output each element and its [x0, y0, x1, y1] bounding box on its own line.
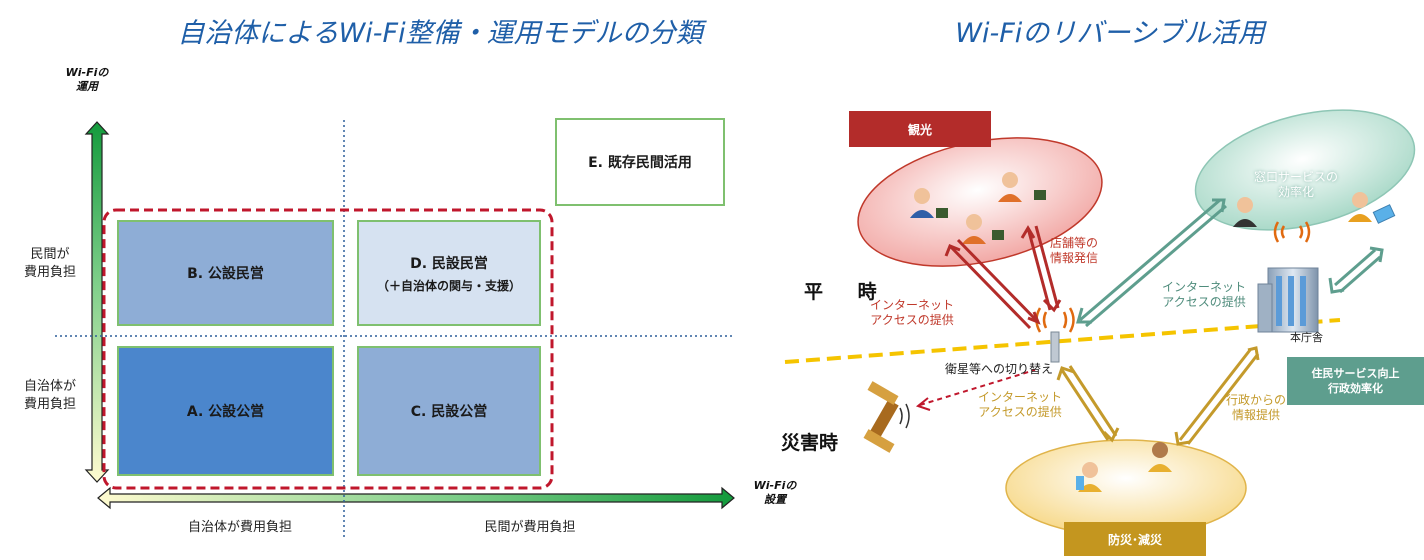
city-hall-building-icon [1257, 267, 1319, 333]
y-axis-title: Wi-Fiの 運用 [65, 66, 109, 93]
classification-diagram [55, 120, 735, 540]
box-e-existing-private: E. 既存民間活用 [555, 118, 725, 206]
city-hall-label: 本庁舎 [1290, 331, 1323, 344]
gov-info-note: 行政からの 情報提供 [1226, 393, 1287, 422]
access-point-icon [1035, 307, 1075, 363]
target-scope-frame [102, 208, 554, 490]
quadrant-c-private-build-public-operate: C. 民設公営 [357, 346, 541, 476]
quadrant-d-private-build-private-operate: D. 民設民営 （＋自治体の関与・支援） [357, 220, 541, 326]
city-hall-wifi-icon [1273, 221, 1311, 243]
internet-access-note-green: インターネット アクセスの提供 [1162, 280, 1247, 309]
box-e-label: E. 既存民間活用 [588, 155, 692, 171]
x-label-municipal-cost: 自治体が費用負担 [187, 520, 292, 535]
window-service-note: 窓口サービスの 効率化 [1254, 170, 1339, 199]
quadrant-a-label: A. 公設公営 [186, 404, 265, 420]
quadrant-b-public-build-private-operate: B. 公設民営 [117, 220, 334, 326]
quadrant-b-label: B. 公設民営 [187, 266, 264, 282]
x-axis-arrow [97, 486, 735, 510]
quadrant-a-public-build-public-operate: A. 公設公営 [117, 346, 334, 476]
y-axis-arrow [84, 121, 110, 483]
y-label-municipal-cost: 自治体が 費用負担 [23, 379, 76, 412]
disaster-time-label: 災害時 [781, 432, 839, 454]
normal-disaster-boundary [784, 318, 1341, 364]
disaster-arrows [1056, 346, 1260, 446]
reversible-title: Wi-Fiのリバーシブル活用 [955, 18, 1265, 49]
classification-title: 自治体によるWi-Fi整備・運用モデルの分類 [177, 18, 703, 49]
x-axis-title: Wi-Fiの 設置 [753, 479, 797, 506]
satellite-switch-arrow [915, 369, 1036, 411]
tourism-arrows [944, 225, 1062, 330]
shop-info-note: 店舗等の 情報発信 [1050, 236, 1099, 265]
disaster-prevention-tag: 防災･減災 [1064, 522, 1206, 556]
tourism-tag: 観光 [849, 111, 991, 147]
citizen-person-icon [1233, 192, 1396, 227]
evacuee-person-icon [1076, 442, 1172, 492]
reversible-diagram [784, 109, 1416, 537]
admin-efficiency-tag: 住民サービス向上 行政効率化 [1287, 357, 1424, 405]
quadrant-d-sublabel: （＋自治体の関与・支援） [376, 278, 521, 293]
admin-arrows [1076, 198, 1384, 328]
quadrant-d-label: D. 民設民営 [410, 255, 488, 272]
tourist-person-icon [910, 172, 1046, 244]
x-label-private-cost: 民間が費用負担 [484, 520, 576, 535]
internet-access-note-red: インターネット アクセスの提供 [870, 298, 955, 327]
satellite-switch-note: 衛星等への切り替え [945, 362, 1054, 376]
y-label-private-cost: 民間が 費用負担 [23, 247, 76, 280]
internet-access-note-gold: インターネット アクセスの提供 [978, 390, 1063, 419]
quadrant-c-label: C. 民設公営 [410, 404, 488, 420]
normal-time-label: 平 時 [804, 281, 891, 303]
satellite-icon [863, 381, 910, 453]
